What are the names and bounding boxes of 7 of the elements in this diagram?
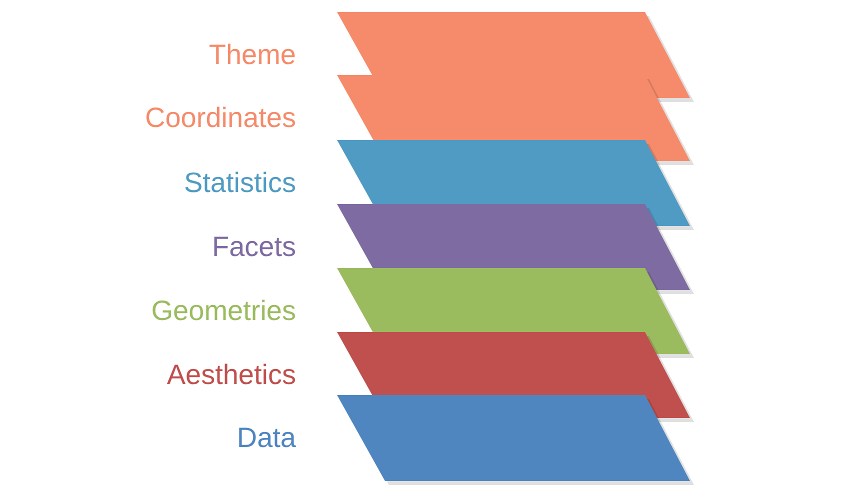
layer-label: Facets — [212, 233, 296, 261]
layer-label: Theme — [208, 41, 296, 69]
layer-label: Statistics — [184, 169, 296, 197]
layer-label: Data — [236, 424, 296, 452]
layer-label: Coordinates — [145, 104, 296, 132]
layer-label: Aesthetics — [166, 361, 296, 389]
layer-label: Geometries — [151, 297, 296, 325]
